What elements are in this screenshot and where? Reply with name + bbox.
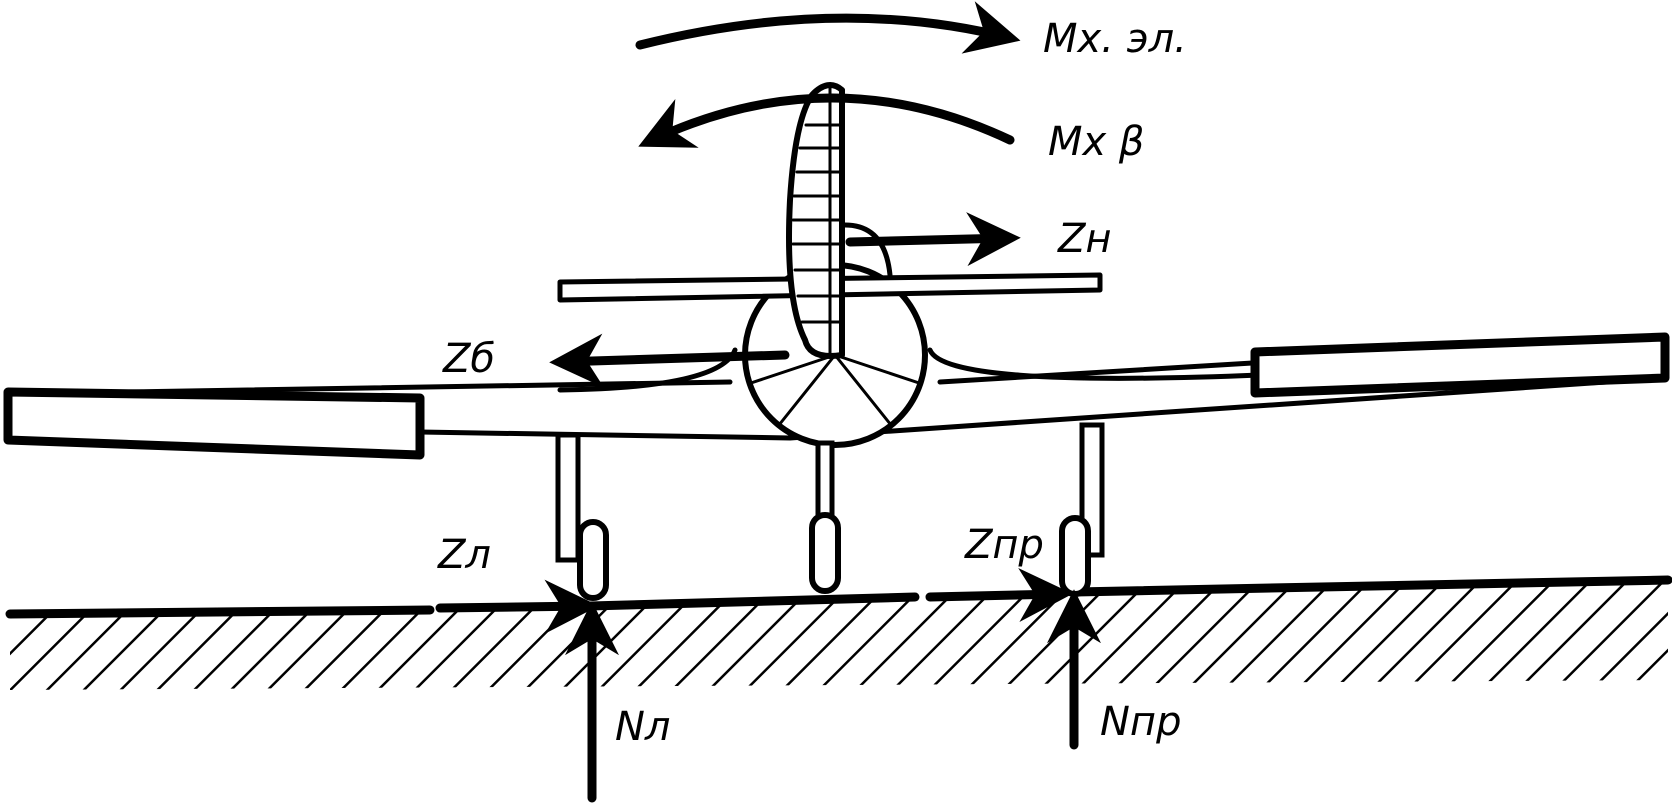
left-gear-strut xyxy=(555,432,581,563)
force-arrow-z-n xyxy=(845,212,1021,267)
force-arrow-z-pr xyxy=(925,567,1073,622)
center-gear-strut xyxy=(815,440,835,521)
fuselage-spoke xyxy=(773,353,837,432)
aileron-left xyxy=(3,387,425,460)
label-z-b: Zб xyxy=(442,336,495,382)
fin-ribs xyxy=(791,123,844,324)
ground-line-left xyxy=(5,605,435,619)
label-z-n: Zн xyxy=(1057,216,1112,262)
center-wheel xyxy=(809,512,841,594)
label-n-pr: Nпр xyxy=(1100,699,1181,745)
wing-lower-edge xyxy=(417,375,1668,441)
wing-root-fairing-right xyxy=(927,347,1263,381)
ground-line-right xyxy=(1070,575,1672,597)
moment-arrow-mx-beta xyxy=(638,93,1015,148)
label-z-l: Zл xyxy=(437,532,491,578)
aileron-right xyxy=(1250,332,1670,398)
fuselage-spoke xyxy=(745,353,837,387)
label-n-l: Nл xyxy=(615,704,671,750)
moment-arrow-mx-el xyxy=(635,1,1021,54)
label-z-pr: Zпр xyxy=(964,522,1044,568)
ground-line-mid xyxy=(585,592,920,611)
vertical-fin xyxy=(786,82,845,359)
fuselage-spoke xyxy=(833,353,897,432)
force-arrow-z-l xyxy=(435,579,599,634)
force-arrow-z-b xyxy=(549,333,790,388)
left-wheel xyxy=(577,519,609,601)
wing xyxy=(3,332,1670,460)
label-mx-el: Mx. эл. xyxy=(1043,16,1187,62)
ground xyxy=(5,575,1672,690)
landing-gear xyxy=(555,422,1105,601)
label-mx-beta: Mx β xyxy=(1048,119,1144,165)
right-wheel xyxy=(1059,515,1091,597)
fuselage-spoke xyxy=(833,353,925,387)
